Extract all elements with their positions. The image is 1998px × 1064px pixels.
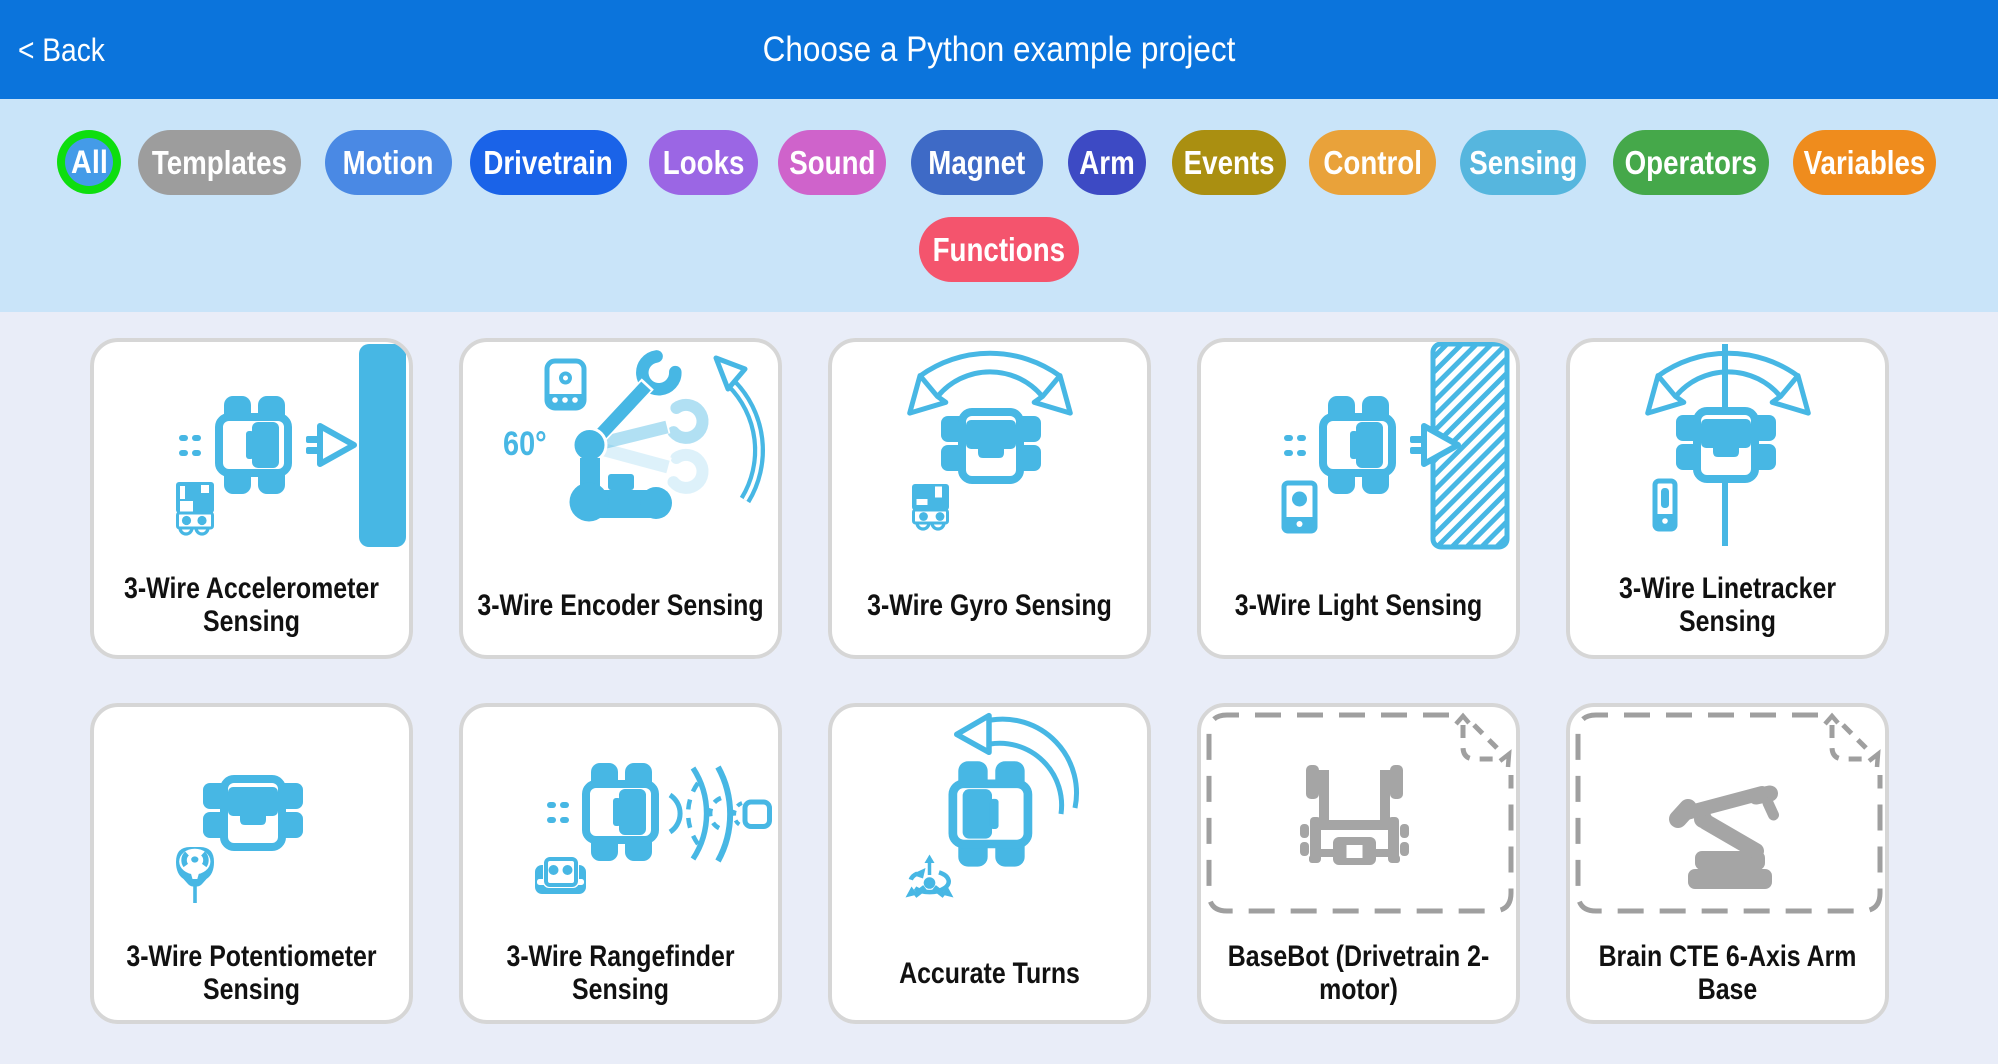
- svg-text:60°: 60°: [503, 424, 547, 463]
